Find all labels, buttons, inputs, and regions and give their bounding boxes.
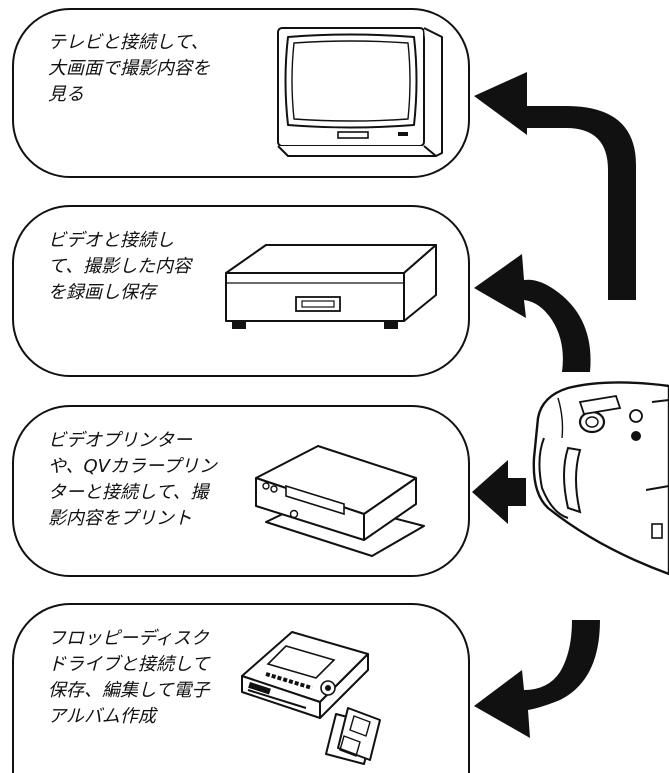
- caption-line: て、撮影した内容: [48, 256, 192, 277]
- caption-line: テレビと接続して、: [48, 32, 209, 53]
- caption-line: ターと接続して、撮: [48, 482, 209, 503]
- caption-line: アルバム作成: [48, 706, 156, 727]
- caption-line: ビデオプリンター: [48, 430, 192, 451]
- floppy-drive-icon: [241, 631, 381, 765]
- caption-line: 大画面で撮影内容を: [48, 58, 210, 79]
- caption-line: フロッピーディスク: [48, 628, 209, 649]
- video-recorder-icon: [225, 244, 437, 329]
- caption-line: 見る: [48, 84, 84, 105]
- caption-line: ドライブと接続して: [48, 654, 210, 675]
- caption-video-printer: ビデオプリンター や、QVカラープリン ターと接続して、撮 影内容をプリント: [48, 428, 217, 532]
- caption-line: ビデオと接続し: [48, 230, 174, 251]
- caption-floppy-drive: フロッピーディスク ドライブと接続して 保存、編集して電子 アルバム作成: [48, 626, 209, 730]
- arrow-to-tv: [474, 72, 636, 300]
- caption-tv: テレビと接続して、 大画面で撮影内容を 見る: [48, 30, 210, 108]
- arrow-to-floppy-drive: [474, 620, 600, 738]
- caption-line: 保存、編集して電子: [48, 680, 210, 701]
- video-printer-icon: [255, 445, 425, 557]
- arrow-to-video-recorder: [474, 254, 591, 372]
- caption-video-recorder: ビデオと接続し て、撮影した内容 を録画し保存: [48, 228, 191, 306]
- caption-line: 影内容をプリント: [48, 508, 192, 529]
- television-icon: [277, 27, 443, 157]
- caption-line: を録画し保存: [48, 282, 156, 303]
- caption-line: や、QVカラープリン: [48, 456, 217, 477]
- arrow-to-video-printer: [472, 460, 526, 524]
- digital-camera-icon: [532, 381, 669, 576]
